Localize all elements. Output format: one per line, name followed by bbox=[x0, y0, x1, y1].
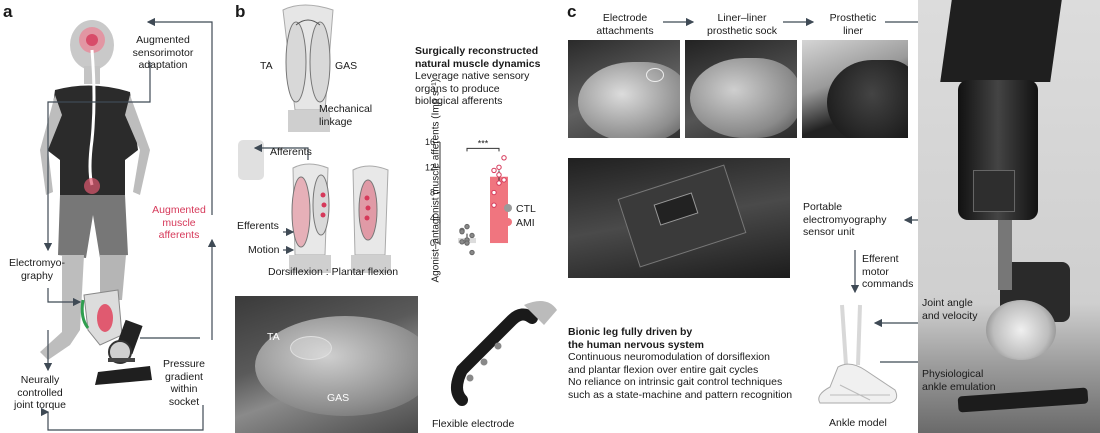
reconstructed-muscle-illustration bbox=[238, 4, 391, 273]
prosthetic-liner-photo bbox=[802, 40, 908, 138]
photo-gas-label: GAS bbox=[327, 392, 350, 404]
photo-ta-label: TA bbox=[267, 331, 280, 343]
emg-sensor-photo bbox=[568, 158, 790, 278]
augmented-afferents-label: Augmented muscle afferents bbox=[152, 204, 206, 241]
chart-point bbox=[469, 249, 475, 256]
ta-label: TA bbox=[260, 60, 273, 72]
chart-point bbox=[459, 239, 465, 245]
chart-point bbox=[501, 177, 507, 183]
flexible-electrode-label: Flexible electrode bbox=[432, 418, 515, 430]
liner-sock-label: Liner–liner prosthetic sock bbox=[706, 12, 778, 37]
bionic-description: Continuous neuromodulation of dorsiflexi… bbox=[568, 351, 793, 401]
chart-point bbox=[491, 189, 497, 196]
liner-sock-photo bbox=[685, 40, 797, 138]
panel-a-letter: a bbox=[3, 2, 13, 21]
chart-legend-label: CTL bbox=[516, 203, 536, 215]
chart-point bbox=[496, 180, 502, 186]
pylon bbox=[998, 220, 1012, 290]
chart-point bbox=[496, 164, 502, 170]
chart-ytick-label: 4 bbox=[430, 213, 435, 223]
pressure-gradient-label: Pressure gradient within socket bbox=[162, 358, 205, 408]
chart-point bbox=[464, 240, 470, 246]
neurally-controlled-label: Neurally controlled joint torque bbox=[14, 374, 66, 411]
residual-limb bbox=[578, 62, 680, 138]
joint-angle-label: Joint angle and velocity bbox=[922, 297, 978, 322]
trouser-leg bbox=[940, 0, 1062, 82]
panel-b-heading: Surgically reconstructed natural muscle … bbox=[415, 45, 541, 70]
chart-point bbox=[496, 172, 502, 178]
bionic-leg-photo bbox=[918, 0, 1100, 433]
ankle-joint bbox=[986, 300, 1056, 360]
chart-point bbox=[491, 202, 497, 208]
chart-point bbox=[501, 155, 507, 161]
chart-legend-marker bbox=[504, 218, 512, 226]
chart-significance-bracket bbox=[466, 147, 500, 152]
electrode-attachments-label: Electrode attachments bbox=[596, 12, 654, 37]
forearm-electrode-photo: TA GAS bbox=[235, 296, 418, 433]
chart-ytick-label: 12 bbox=[425, 162, 435, 172]
chart-point bbox=[491, 167, 497, 174]
electrode-attachments-photo bbox=[568, 40, 680, 138]
sock-limb bbox=[690, 58, 797, 138]
electrode-pad bbox=[290, 336, 332, 360]
chart-legend-marker bbox=[504, 204, 512, 212]
chart-legend-label: AMI bbox=[516, 217, 535, 229]
prosthetic-liner-label: Prosthetic liner bbox=[829, 12, 877, 37]
afferents-bar-chart: 0 4 8 12 16 *** CTL AMI bbox=[425, 137, 536, 256]
sensor-box bbox=[973, 170, 1015, 212]
panel-c-letter: c bbox=[567, 2, 577, 21]
motion-label: Motion bbox=[248, 244, 280, 256]
liner-cover bbox=[827, 60, 908, 138]
dorsiflexion-plantar-label: Dorsiflexion : Plantar flexion bbox=[268, 266, 399, 278]
skin-surface bbox=[255, 316, 418, 416]
chart-ytick-label: 16 bbox=[425, 137, 435, 147]
panel-b-letter: b bbox=[235, 2, 246, 21]
chart-ytick-label: 8 bbox=[430, 188, 435, 198]
efferents-label: Efferents bbox=[237, 220, 279, 232]
electrode-dot bbox=[646, 68, 664, 82]
efferent-commands-label: Efferent motor commands bbox=[862, 253, 914, 290]
bionic-heading: Bionic leg fully driven by the human ner… bbox=[568, 326, 704, 351]
panel-a-arrows bbox=[43, 17, 217, 431]
ankle-model-label: Ankle model bbox=[829, 417, 887, 429]
ankle-model-illustration bbox=[818, 304, 898, 404]
chart-significance-label: *** bbox=[478, 138, 489, 148]
chart-ytick-label: 0 bbox=[430, 238, 435, 248]
human-figure-illustration bbox=[40, 20, 152, 385]
chart-point bbox=[459, 228, 465, 235]
electromyography-label: Electromyo- graphy bbox=[8, 257, 65, 282]
portable-emg-label: Portable electromyography sensor unit bbox=[803, 201, 887, 238]
mechanical-linkage-label: Mechanical linkage bbox=[319, 103, 373, 128]
panel-b-description: Leverage native sensory organs to produc… bbox=[415, 70, 530, 107]
flexible-electrode-illustration bbox=[451, 301, 557, 406]
chart-ylabel: Agonist–antagonist muscle afferents (Imp… bbox=[430, 78, 442, 283]
physiological-label: Physiological ankle emulation bbox=[922, 368, 996, 393]
augmented-adaptation-label: Augmented sensorimotor adaptation bbox=[132, 34, 194, 71]
chart-point bbox=[464, 223, 470, 230]
chart-point bbox=[469, 232, 475, 239]
afferents-label: Afferents bbox=[270, 146, 312, 158]
gas-label: GAS bbox=[335, 60, 358, 72]
